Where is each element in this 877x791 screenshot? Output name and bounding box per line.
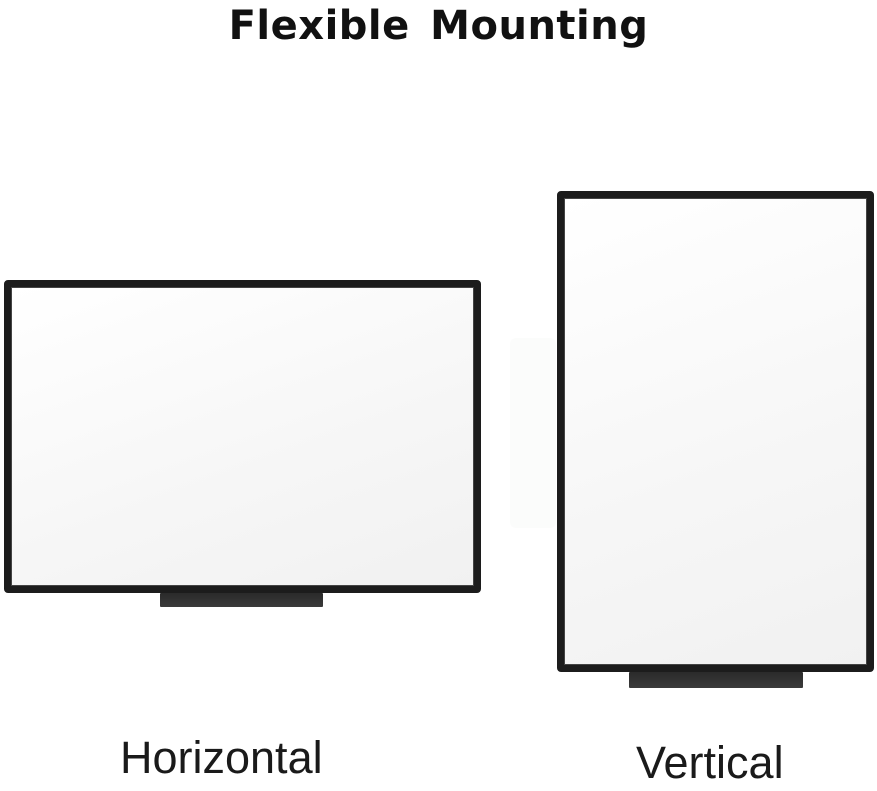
tray-horizontal <box>160 593 323 607</box>
label-horizontal: Horizontal <box>120 732 323 783</box>
label-vertical: Vertical <box>636 737 784 788</box>
whiteboard-horizontal <box>4 280 481 593</box>
tray-vertical <box>629 672 803 688</box>
page-title: Flexible Mounting <box>228 3 649 49</box>
background-shadow-panel <box>510 338 556 528</box>
whiteboard-vertical <box>557 191 874 672</box>
